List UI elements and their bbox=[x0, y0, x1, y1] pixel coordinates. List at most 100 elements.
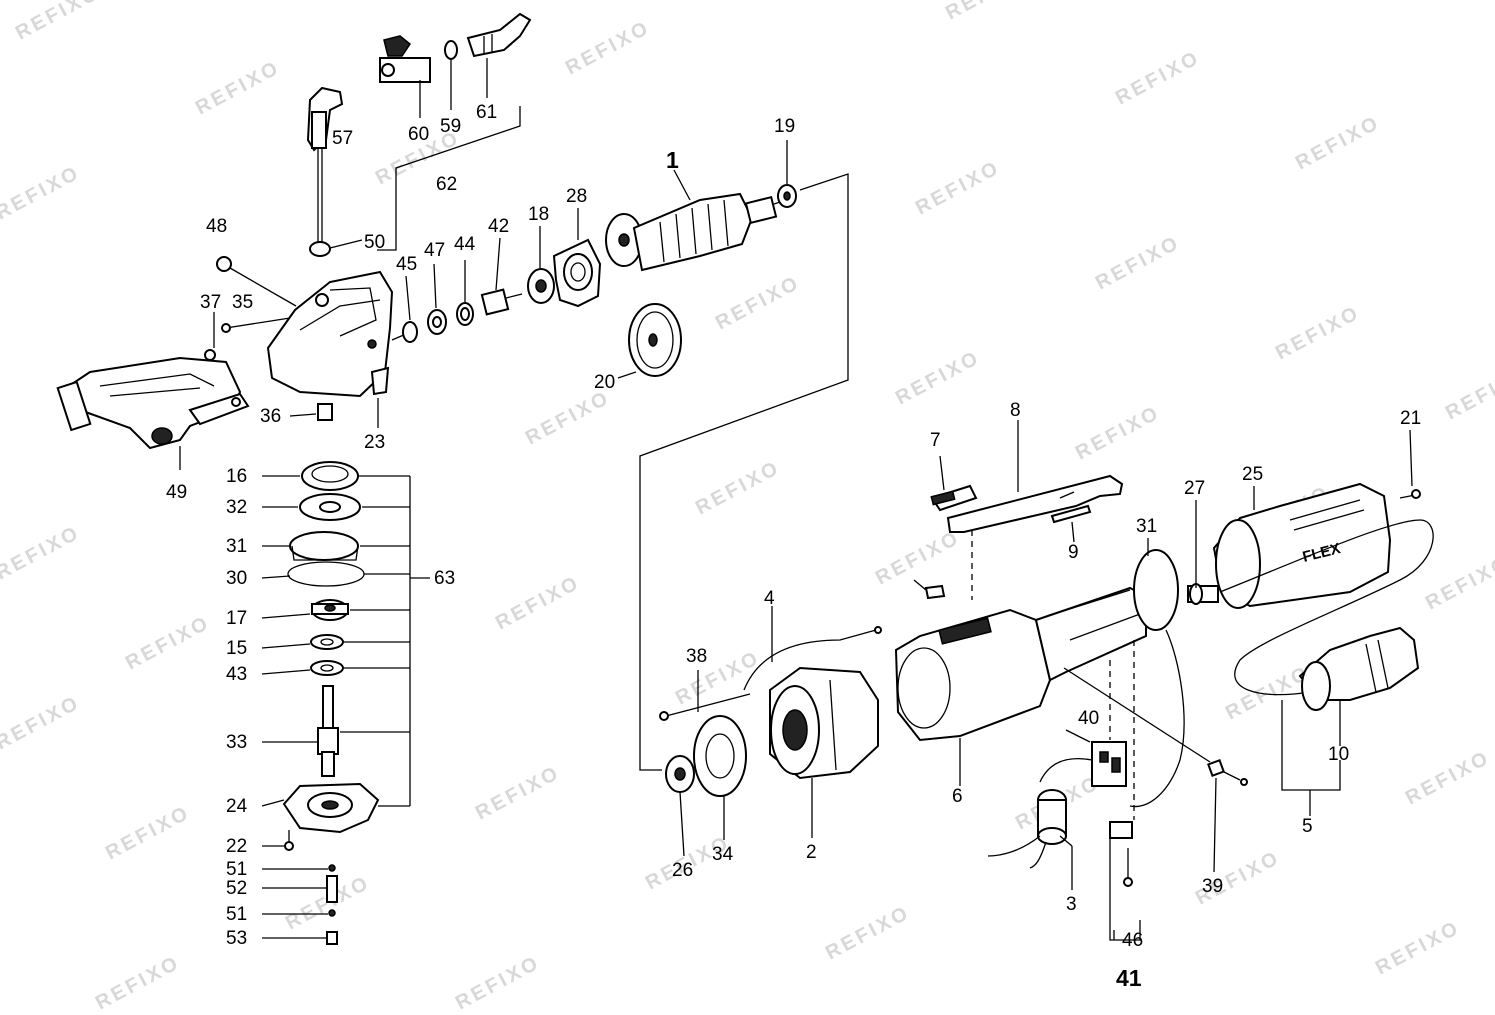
watermark: REFIXO bbox=[92, 952, 184, 1015]
callout-32: 32 bbox=[226, 497, 247, 518]
callout-63: 63 bbox=[434, 568, 455, 589]
callout-38: 38 bbox=[686, 646, 707, 667]
callout-16: 16 bbox=[226, 466, 247, 487]
leader-lines-housing bbox=[679, 606, 961, 857]
watermark: REFIXO bbox=[0, 692, 84, 755]
callout-48: 48 bbox=[206, 216, 227, 237]
callout-6: 6 bbox=[952, 786, 963, 807]
armature-group bbox=[605, 184, 797, 377]
watermark: REFIXO bbox=[1272, 302, 1364, 365]
callout-2: 2 bbox=[806, 842, 817, 863]
callout-42: 42 bbox=[488, 216, 509, 237]
callout-22: 22 bbox=[226, 836, 247, 857]
watermark: REFIXO bbox=[492, 572, 584, 635]
hose-fitting-group bbox=[306, 12, 532, 257]
watermark: REFIXO bbox=[522, 387, 614, 450]
callout-20: 20 bbox=[594, 372, 615, 393]
callout-10: 10 bbox=[1328, 744, 1349, 765]
watermark: REFIXO bbox=[102, 802, 194, 865]
watermark: REFIXO bbox=[822, 902, 914, 965]
bevel-gear-column bbox=[282, 461, 380, 945]
switch-group bbox=[930, 474, 1124, 533]
spindle-parts-group bbox=[402, 238, 602, 343]
callout-7: 7 bbox=[930, 430, 941, 451]
watermark: REFIXO bbox=[1402, 747, 1494, 810]
watermark: REFIXO bbox=[1292, 112, 1384, 175]
callout-59: 59 bbox=[440, 116, 461, 137]
callout-60: 60 bbox=[408, 124, 429, 145]
watermark: REFIXO bbox=[0, 522, 84, 585]
watermark: REFIXO bbox=[1372, 917, 1464, 980]
leader-lines-head bbox=[179, 267, 407, 470]
callout-27: 27 bbox=[1184, 478, 1205, 499]
callout-34: 34 bbox=[712, 844, 734, 865]
motor-housing-group bbox=[659, 579, 1147, 797]
callout-41: 41 bbox=[1116, 965, 1142, 991]
watermark: REFIXO bbox=[1442, 362, 1495, 425]
callout-28: 28 bbox=[566, 186, 587, 207]
watermark: REFIXO bbox=[12, 0, 104, 44]
watermark: REFIXO bbox=[1092, 232, 1184, 295]
watermark: REFIXO bbox=[712, 272, 804, 335]
callout-33: 33 bbox=[226, 732, 247, 753]
callout-21: 21 bbox=[1400, 408, 1421, 429]
watermark: REFIXO bbox=[122, 612, 214, 675]
callout-9: 9 bbox=[1068, 542, 1079, 563]
callout-30: 30 bbox=[226, 568, 247, 589]
callout-labels: 1 19 57 60 59 61 62 50 48 37 35 45 47 44… bbox=[166, 102, 1421, 991]
callout-24: 24 bbox=[226, 796, 248, 817]
callout-61: 61 bbox=[476, 102, 497, 123]
callout-26: 26 bbox=[672, 860, 693, 881]
callout-40: 40 bbox=[1078, 708, 1099, 729]
callout-45: 45 bbox=[396, 254, 417, 275]
callout-49: 49 bbox=[166, 482, 187, 503]
callout-15: 15 bbox=[226, 638, 247, 659]
callout-36: 36 bbox=[260, 406, 281, 427]
leader-lines-armature bbox=[617, 140, 849, 771]
callout-51: 51 bbox=[226, 859, 247, 880]
callout-17: 17 bbox=[226, 608, 247, 629]
watermark: REFIXO bbox=[472, 762, 564, 825]
callout-5: 5 bbox=[1302, 816, 1313, 837]
watermark: REFIXO bbox=[192, 57, 284, 120]
callout-43: 43 bbox=[226, 664, 247, 685]
callout-31-right: 31 bbox=[1136, 516, 1157, 537]
callout-53: 53 bbox=[226, 928, 247, 949]
callout-46: 46 bbox=[1122, 930, 1143, 951]
callout-50: 50 bbox=[364, 232, 385, 253]
callout-44: 44 bbox=[454, 234, 476, 255]
leader-lines-cover bbox=[1147, 429, 1413, 816]
cover-group: FLEX bbox=[1129, 482, 1434, 808]
callout-1: 1 bbox=[666, 147, 679, 173]
leader-lines-column bbox=[261, 475, 430, 939]
watermark: REFIXO bbox=[912, 157, 1004, 220]
watermark: REFIXO bbox=[872, 527, 964, 590]
callout-37: 37 bbox=[200, 292, 221, 313]
callout-35: 35 bbox=[232, 292, 253, 313]
watermark: REFIXO bbox=[452, 952, 544, 1015]
watermark: REFIXO bbox=[1422, 552, 1495, 615]
callout-52: 52 bbox=[226, 878, 247, 899]
watermark: REFIXO bbox=[562, 17, 654, 80]
callout-31: 31 bbox=[226, 536, 247, 557]
callout-51: 51 bbox=[226, 904, 247, 925]
watermark: REFIXO bbox=[1072, 402, 1164, 465]
watermark: REFIXO bbox=[892, 347, 984, 410]
leader-lines-switch bbox=[939, 420, 1075, 600]
callout-62: 62 bbox=[436, 174, 457, 195]
callout-25: 25 bbox=[1242, 464, 1263, 485]
callout-3: 3 bbox=[1066, 894, 1077, 915]
callout-47: 47 bbox=[424, 240, 445, 261]
head-housing-group bbox=[56, 256, 394, 450]
leader-lines-top bbox=[329, 58, 521, 251]
callout-19: 19 bbox=[774, 116, 795, 137]
callout-8: 8 bbox=[1010, 400, 1021, 421]
callout-23: 23 bbox=[364, 432, 385, 453]
callout-57: 57 bbox=[332, 128, 353, 149]
callout-18: 18 bbox=[528, 204, 549, 225]
watermark: REFIXO bbox=[1112, 47, 1204, 110]
watermark: REFIXO bbox=[942, 0, 1034, 24]
callout-39: 39 bbox=[1202, 876, 1223, 897]
